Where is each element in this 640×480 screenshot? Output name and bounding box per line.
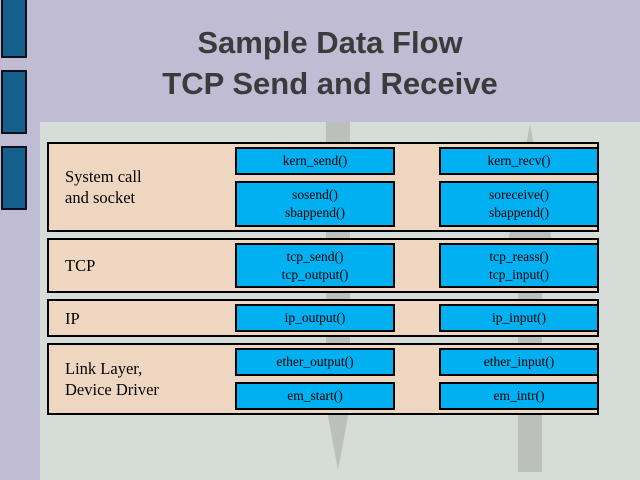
layer-label-line-1: IP — [65, 308, 80, 328]
layer-row-tcp: TCP tcp_send() tcp_output() tcp_reass() … — [47, 238, 599, 294]
function-name: kern_recv() — [487, 153, 551, 169]
accent-bar-2 — [1, 70, 27, 134]
function-name: ether_output() — [276, 354, 354, 370]
layer-label-line-2: Device Driver — [65, 380, 159, 400]
slide-title: Sample Data Flow TCP Send and Receive — [40, 22, 620, 104]
slide-title-line-1: Sample Data Flow — [197, 25, 463, 60]
function-pair: kern_send() kern_recv() — [235, 147, 599, 175]
layer-label-line-1: System call — [65, 166, 142, 186]
layer-label-line-1: TCP — [65, 255, 96, 275]
function-pair: ip_output() ip_input() — [235, 304, 599, 333]
function-name: sbappend() — [489, 205, 549, 220]
function-pair: ether_output() ether_input() — [235, 348, 599, 377]
function-name: sbappend() — [285, 205, 345, 220]
layer-label-ip: IP — [49, 304, 235, 332]
function-box-kern-send[interactable]: kern_send() — [235, 147, 395, 175]
slide-title-line-2: TCP Send and Receive — [162, 66, 498, 102]
function-name: soreceive() — [489, 187, 549, 203]
function-name: sosend() — [292, 187, 338, 203]
protocol-stack-diagram: System call and socket kern_send() kern_… — [47, 142, 599, 416]
function-name: tcp_output() — [281, 266, 349, 282]
function-name: ip_input() — [492, 310, 546, 326]
function-box-ether-input[interactable]: ether_input() — [439, 348, 599, 377]
layer-row-ip: IP ip_output() ip_input() — [47, 299, 599, 338]
function-name: tcp_send() — [286, 249, 344, 264]
layer-row-system-call: System call and socket kern_send() kern_… — [47, 142, 599, 232]
layer-label-link-layer: Link Layer, Device Driver — [49, 348, 235, 410]
function-box-tcp-reass[interactable]: tcp_reass() tcp_input() — [439, 243, 599, 289]
accent-bar-3 — [1, 146, 27, 210]
layer-label-tcp: TCP — [49, 243, 235, 288]
function-box-soreceive[interactable]: soreceive() sbappend() — [439, 181, 599, 227]
function-name: tcp_input() — [489, 266, 549, 282]
layer-functions-ip: ip_output() ip_input() — [235, 304, 599, 333]
function-pair: sosend() sbappend() soreceive() sbappend… — [235, 181, 599, 227]
function-name: em_intr() — [493, 388, 545, 404]
function-name: kern_send() — [282, 153, 348, 169]
layer-label-system-call: System call and socket — [49, 147, 235, 227]
function-name: ip_output() — [284, 310, 346, 326]
function-pair: em_start() em_intr() — [235, 382, 599, 411]
layer-row-link-layer: Link Layer, Device Driver ether_output()… — [47, 343, 599, 416]
layer-functions-tcp: tcp_send() tcp_output() tcp_reass() tcp_… — [235, 243, 599, 289]
function-box-em-start[interactable]: em_start() — [235, 382, 395, 411]
layer-label-line-2: and socket — [65, 188, 136, 207]
function-box-sosend[interactable]: sosend() sbappend() — [235, 181, 395, 227]
accent-bar-1 — [1, 0, 27, 58]
function-box-kern-recv[interactable]: kern_recv() — [439, 147, 599, 175]
diagram-panel: System call and socket kern_send() kern_… — [40, 122, 640, 480]
function-box-ip-input[interactable]: ip_input() — [439, 304, 599, 333]
layer-label-line-1: Link Layer, — [65, 358, 143, 378]
function-box-em-intr[interactable]: em_intr() — [439, 382, 599, 411]
function-name: ether_input() — [483, 354, 555, 370]
function-name: em_start() — [287, 388, 343, 404]
function-box-ip-output[interactable]: ip_output() — [235, 304, 395, 333]
layer-functions-link-layer: ether_output() ether_input() em_start() … — [235, 348, 599, 411]
function-box-ether-output[interactable]: ether_output() — [235, 348, 395, 377]
function-pair: tcp_send() tcp_output() tcp_reass() tcp_… — [235, 243, 599, 289]
function-name: tcp_reass() — [489, 249, 549, 264]
function-box-tcp-send[interactable]: tcp_send() tcp_output() — [235, 243, 395, 289]
layer-functions-system-call: kern_send() kern_recv() sosend() sbappen… — [235, 147, 599, 227]
